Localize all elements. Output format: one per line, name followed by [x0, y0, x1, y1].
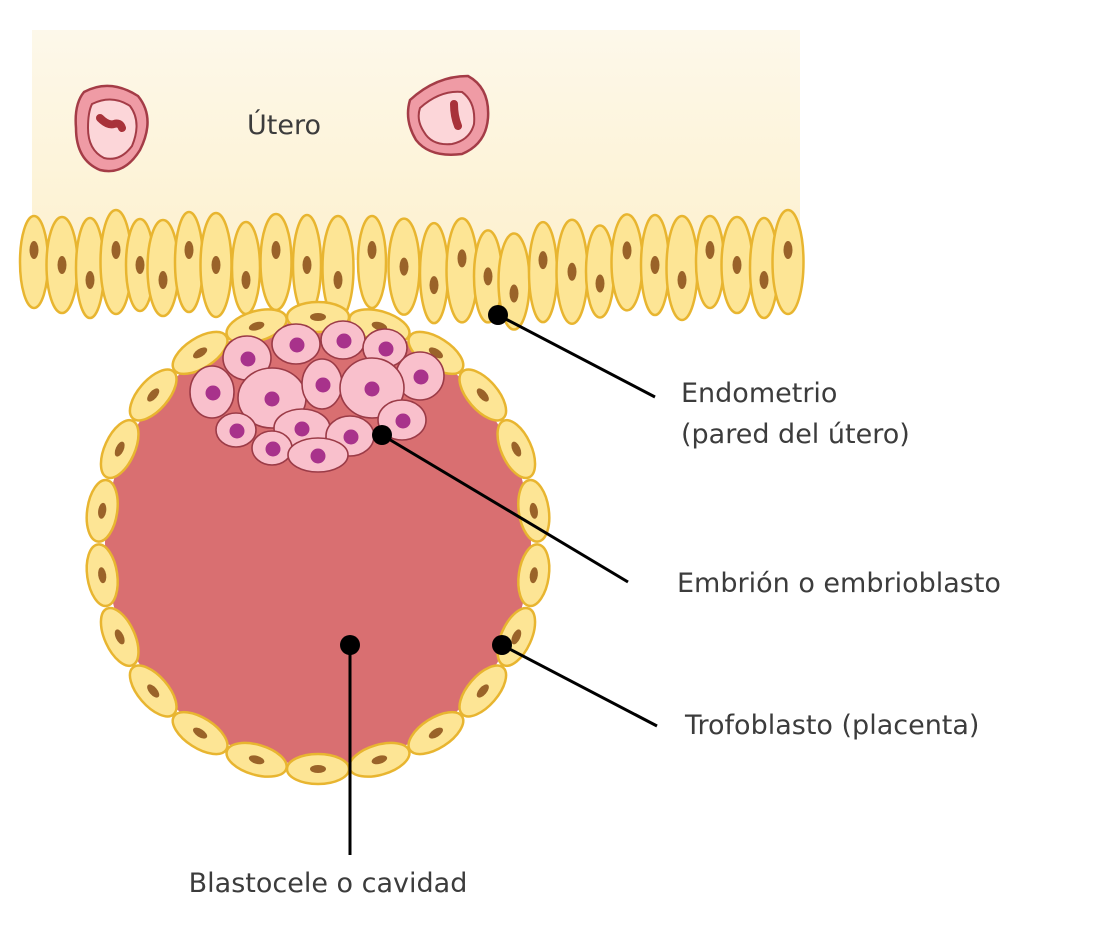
pointer-dot-embryoblast [372, 425, 392, 445]
trophoblast-cell [517, 478, 551, 543]
endometrium-cell [527, 220, 559, 324]
uterine-gland-right [406, 74, 490, 156]
embryoblast-cell-nucleus [315, 377, 331, 393]
trophoblast-cell [458, 368, 508, 422]
endometrium-cell [771, 208, 805, 316]
embryoblast-cell-nucleus [395, 413, 411, 429]
pointer-dot-endometrium [488, 305, 508, 325]
endometrium-cell-nucleus [429, 276, 439, 295]
endometrium-cell-nucleus [759, 271, 769, 289]
endometrium-cell-nucleus [111, 241, 121, 259]
embryoblast-cell-mass [189, 320, 445, 473]
embryoblast-cell-nucleus [336, 333, 352, 349]
trophoblast-cell [496, 418, 537, 480]
endometrium-cell [173, 210, 205, 314]
trophoblast-cell [99, 418, 140, 480]
endometrium-cell-nucleus [135, 256, 145, 274]
trophoblast-cell [171, 710, 229, 756]
embryoblast-cell-nucleus [240, 351, 256, 367]
label-uterus: Útero [247, 109, 321, 141]
uterine-gland-left [74, 84, 149, 173]
trophoblast-cell [285, 752, 351, 786]
embryoblast-cell-nucleus [264, 391, 280, 407]
endometrium-cell [18, 214, 50, 310]
embryoblast-cell-nucleus [364, 381, 380, 397]
endometrium-cell [694, 214, 726, 310]
blastocyst [85, 300, 551, 786]
endometrium-cell [230, 220, 262, 316]
endometrium-cell [610, 213, 644, 312]
endometrium-cell-nucleus [302, 256, 312, 274]
endometrium-cell-nucleus [538, 251, 548, 270]
embryoblast-cell-nucleus [378, 341, 394, 357]
endometrium-cell [356, 214, 388, 310]
endometrium-cell [418, 221, 450, 325]
blastocoel-cavity [105, 321, 531, 765]
endometrium-cell-nucleus [650, 256, 660, 274]
endometrium-cell-nucleus [457, 249, 467, 268]
embryoblast-cell-nucleus [310, 448, 326, 464]
label-trophoblast: Trofoblasto (placenta) [684, 710, 979, 741]
pointer-dot-trophoblast [492, 635, 512, 655]
embryoblast-cell-nucleus [413, 369, 429, 385]
endometrium-cell [445, 217, 479, 324]
trophoblast-cell [128, 368, 178, 422]
pointer-dot-blastocoel [340, 635, 360, 655]
endometrium-cell-nucleus [158, 271, 168, 289]
endometrium-cell [665, 214, 699, 322]
endometrium-cell-nucleus [509, 284, 519, 303]
embryoblast-cell-nucleus [294, 421, 310, 437]
endometrium-cell-nucleus [367, 241, 377, 259]
trophoblast-cell-ring [85, 300, 551, 786]
embryoblast-cell-nucleus [229, 423, 245, 439]
endometrium-cell-nucleus [333, 271, 343, 289]
trophoblast-cell [517, 543, 551, 608]
embryoblast-cell-nucleus [205, 385, 221, 401]
endometrium-cell-nucleus [783, 241, 793, 259]
endometrium-cell [259, 212, 293, 312]
label-embryoblast: Embrión o embrioblasto [677, 568, 1001, 599]
endometrium-cell-nucleus [483, 267, 493, 286]
embryoblast-cell-nucleus [289, 337, 305, 353]
endometrium-cell-nucleus [85, 271, 95, 289]
endometrium-cell-layer [18, 208, 805, 331]
endometrium-cell-nucleus [567, 262, 577, 281]
label-blastocoel: Blastocele o cavidad [189, 868, 468, 899]
endometrium-cell-nucleus [595, 274, 605, 293]
pointer-trophoblast [501, 643, 658, 728]
endometrium-cell-nucleus [705, 241, 715, 259]
embryoblast-cell-nucleus [265, 441, 281, 457]
endometrium-cell-nucleus [677, 271, 687, 289]
label-pointers [340, 305, 658, 855]
endometrium-cell-nucleus [57, 256, 67, 274]
label-endometrium-line1: Endometrio [681, 378, 837, 409]
label-endometrium-line2: (pared del útero) [681, 419, 910, 450]
endometrium-cell-nucleus [399, 257, 409, 276]
endometrium-cell-nucleus [184, 241, 194, 259]
embryoblast-cell-nucleus [343, 429, 359, 445]
trophoblast-cell [85, 543, 119, 608]
endometrium-cell-nucleus [732, 256, 742, 274]
trophoblast-cell [458, 664, 508, 718]
trophoblast-cell [225, 741, 288, 778]
trophoblast-cell [85, 478, 119, 543]
pointer-embryoblast [381, 433, 629, 584]
endometrium-cell [584, 224, 616, 319]
trophoblast-cell [128, 664, 178, 718]
pointer-endometrium [497, 313, 656, 399]
endometrium-cell-nucleus [271, 241, 281, 259]
trophoblast-cell [225, 308, 288, 345]
endometrium-cell-nucleus [241, 271, 251, 289]
endometrium-cell-nucleus [211, 256, 221, 274]
endometrium-cell-nucleus [622, 241, 632, 260]
endometrium-cell-nucleus [29, 241, 39, 259]
